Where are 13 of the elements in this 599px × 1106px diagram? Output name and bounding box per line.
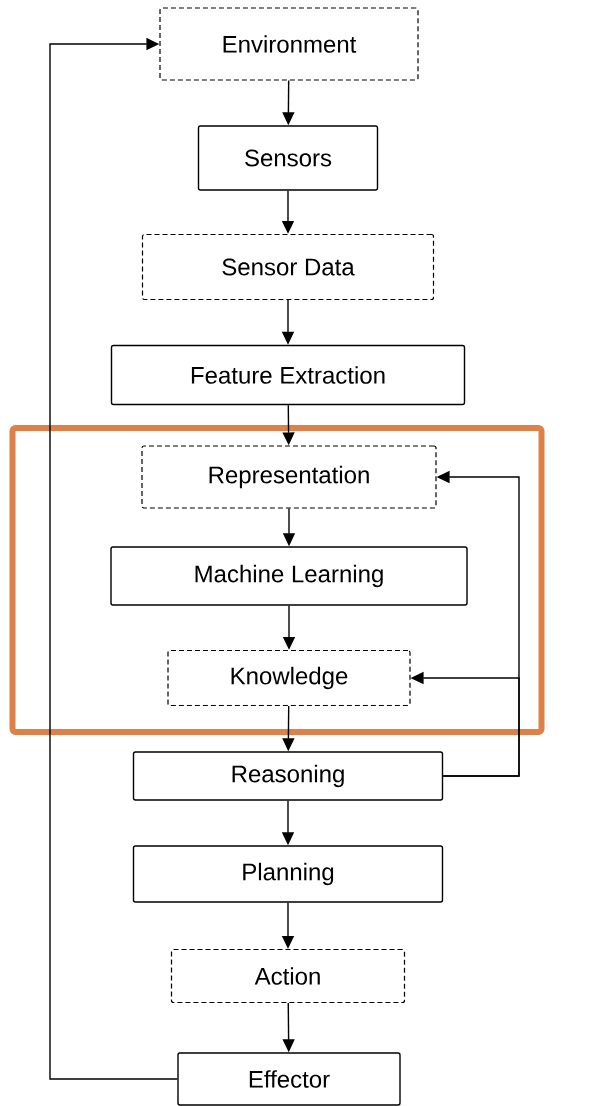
dashed-box: Environment [159, 7, 419, 81]
process-box: Reasoning [132, 751, 444, 801]
process-box: Planning [132, 845, 444, 903]
dashed-box: Knowledge [167, 649, 411, 707]
process-box: Feature Extraction [110, 344, 466, 406]
process-box: Sensors [197, 125, 379, 191]
process-box: Effector [177, 1052, 401, 1106]
arrow [49, 37, 178, 1080]
dashed-box: Representation [141, 445, 437, 509]
dashed-box: Sensor Data [141, 233, 435, 301]
dashed-box: Action [170, 948, 406, 1004]
process-box: Machine Learning [110, 546, 468, 606]
highlight-frame [9, 425, 545, 735]
